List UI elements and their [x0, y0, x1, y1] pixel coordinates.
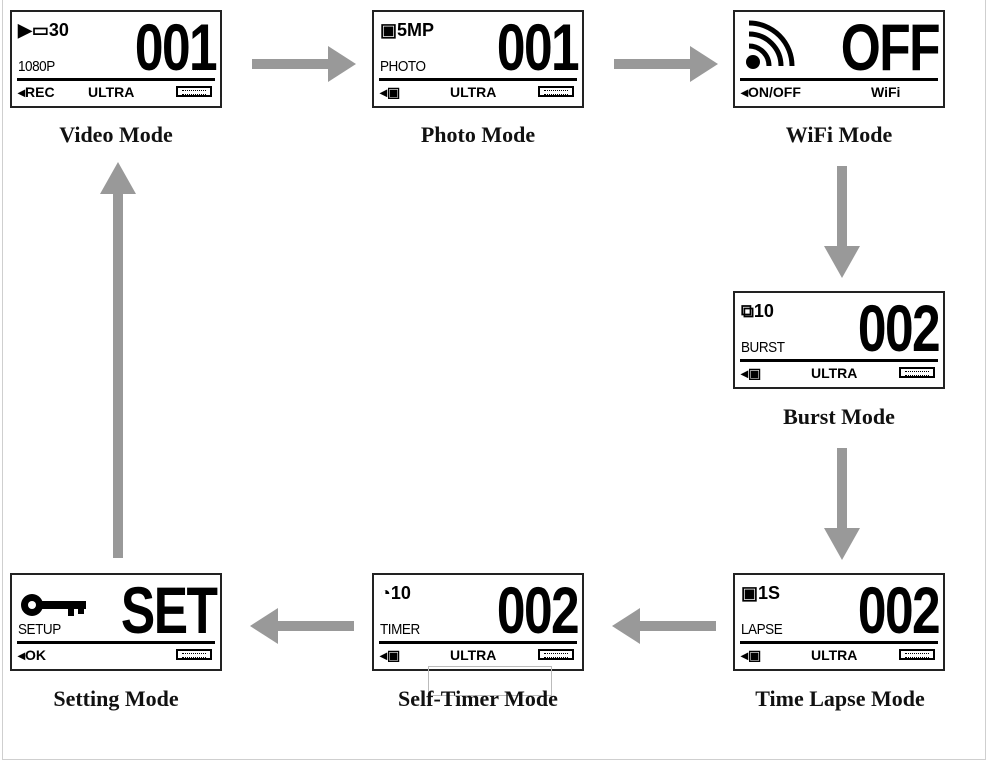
divider: [17, 78, 215, 81]
status-row: ◂REC ULTRA: [18, 84, 214, 102]
status-mid: ULTRA: [450, 647, 497, 663]
status-mid: WiFi: [871, 84, 901, 100]
status-left: ◂▣: [741, 647, 762, 663]
camera-icon: ▣5MP: [380, 20, 435, 40]
selection-rectangle: [428, 666, 552, 696]
setup-label: SETUP: [18, 621, 61, 638]
burst-counter: 002: [857, 291, 941, 365]
status-row: ◂OK: [18, 647, 214, 665]
photo-counter: 001: [496, 10, 580, 84]
status-row: ◂▣ ULTRA: [380, 647, 576, 665]
photo-label: PHOTO: [380, 58, 426, 75]
arrow-burst-to-timelapse: [824, 448, 860, 560]
battery-icon: [176, 86, 212, 97]
arrow-wifi-to-burst: [824, 166, 860, 278]
status-mid: ULTRA: [450, 84, 497, 100]
status-mid: ULTRA: [811, 365, 858, 381]
divider: [379, 78, 577, 81]
arrow-setting-to-video: [100, 162, 136, 558]
timer-counter: 002: [496, 573, 580, 647]
video-mode-caption: Video Mode: [59, 122, 173, 147]
selftimer-mode-caption: Self-Timer Mode: [398, 686, 558, 711]
arrow-timelapse-to-selftimer: [612, 608, 716, 644]
wifi-icon: [746, 20, 795, 69]
video-counter: 001: [134, 10, 218, 84]
status-row: ◂▣ ULTRA: [741, 365, 937, 383]
divider: [379, 641, 577, 644]
battery-icon: [538, 86, 574, 97]
timelapse-label: LAPSE: [741, 621, 783, 638]
battery-icon: [176, 649, 212, 660]
timelapse-mode-caption: Time Lapse Mode: [755, 686, 925, 711]
burst-mode-caption: Burst Mode: [783, 404, 895, 429]
status-left: ◂▣: [380, 647, 401, 663]
status-left: ◂REC: [18, 84, 55, 100]
timelapse-icon: ▣1S: [741, 583, 781, 603]
selftimer-mode-screen: ◔10 TIMER 002 ◂▣ ULTRA: [372, 573, 584, 671]
burst-mode-screen: ⧉10 BURST 002 ◂▣ ULTRA: [733, 291, 945, 389]
burst-label: BURST: [741, 339, 785, 356]
status-left: ◂▣: [380, 84, 401, 100]
photo-mode-caption: Photo Mode: [420, 122, 536, 147]
timer-icon: ◔10: [380, 583, 411, 603]
photo-mode-screen: ▣5MP PHOTO 001 ◂▣ ULTRA: [372, 10, 584, 108]
video-camera-icon: ▶▭30: [18, 20, 69, 40]
divider: [740, 359, 938, 362]
setting-mode-caption: Setting Mode: [53, 686, 179, 711]
status-row: ◂ON/OFF WiFi: [741, 84, 937, 102]
wifi-state: OFF: [840, 10, 941, 84]
timelapse-counter: 002: [857, 573, 941, 647]
key-icon: [21, 594, 86, 616]
arrow-video-to-photo: [252, 46, 356, 82]
battery-icon: [899, 649, 935, 660]
battery-icon: [899, 367, 935, 378]
timelapse-mode-screen: ▣1S LAPSE 002 ◂▣ ULTRA: [733, 573, 945, 671]
video-mode-screen: ▶▭30 1080P 001 ◂REC ULTRA: [10, 10, 222, 108]
status-row: ◂▣ ULTRA: [741, 647, 937, 665]
arrow-photo-to-wifi: [614, 46, 718, 82]
timer-label: TIMER: [380, 621, 420, 638]
status-left: ◂▣: [741, 365, 762, 381]
battery-icon: [538, 649, 574, 660]
wifi-mode-screen: OFF ◂ON/OFF WiFi: [733, 10, 945, 108]
arrow-selftimer-to-setting: [250, 608, 354, 644]
burst-icon: ⧉10: [741, 301, 774, 321]
divider: [740, 641, 938, 644]
divider: [17, 641, 215, 644]
status-mid: ULTRA: [811, 647, 858, 663]
set-label: SET: [120, 573, 218, 647]
wifi-mode-caption: WiFi Mode: [785, 122, 893, 147]
status-left: ◂ON/OFF: [741, 84, 801, 100]
status-mid: ULTRA: [88, 84, 135, 100]
divider: [740, 78, 938, 81]
video-resolution: 1080P: [18, 58, 55, 75]
status-left: ◂OK: [18, 647, 47, 663]
status-row: ◂▣ ULTRA: [380, 84, 576, 102]
setting-mode-screen: SETUP SET ◂OK: [10, 573, 222, 671]
